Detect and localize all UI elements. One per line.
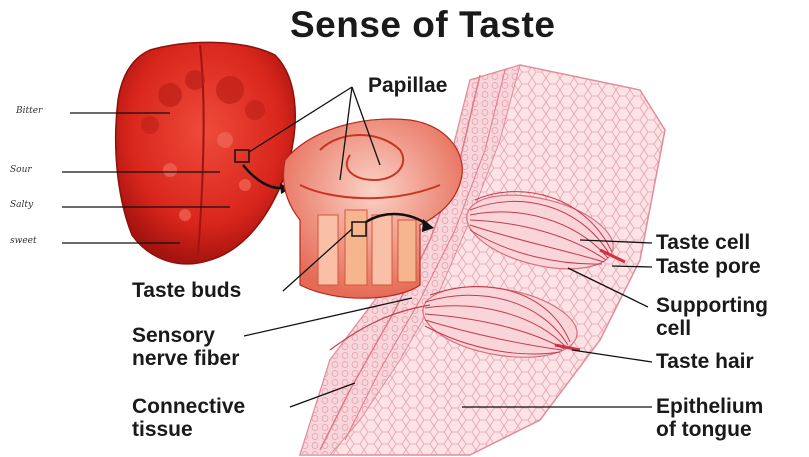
label-sensory-nerve-fiber-line1: Sensory <box>132 325 215 347</box>
label-taste-hair: Taste hair <box>656 351 754 373</box>
label-taste-buds: Taste buds <box>132 280 241 302</box>
label-epithelium-line1: Epithelium <box>656 396 763 418</box>
tongue-illustration <box>116 42 296 263</box>
label-taste-pore: Taste pore <box>656 256 761 278</box>
diagram-title: Sense of Taste <box>290 4 555 46</box>
label-supporting-cell-line1: Supporting <box>656 295 768 317</box>
label-epithelium-line2: of tongue <box>656 419 752 441</box>
tongue-region-sweet: sweet <box>10 236 37 246</box>
tongue-region-salty: Salty <box>10 200 33 210</box>
label-sensory-nerve-fiber-line2: nerve fiber <box>132 348 239 370</box>
label-connective-tissue-line2: tissue <box>132 419 193 441</box>
label-taste-cell: Taste cell <box>656 232 750 254</box>
label-connective-tissue-line1: Connective <box>132 396 245 418</box>
tongue-region-sour: Sour <box>10 165 32 175</box>
tongue-region-bitter: Bitter <box>16 106 42 116</box>
label-supporting-cell-line2: cell <box>656 318 691 340</box>
label-papillae: Papillae <box>368 75 447 97</box>
